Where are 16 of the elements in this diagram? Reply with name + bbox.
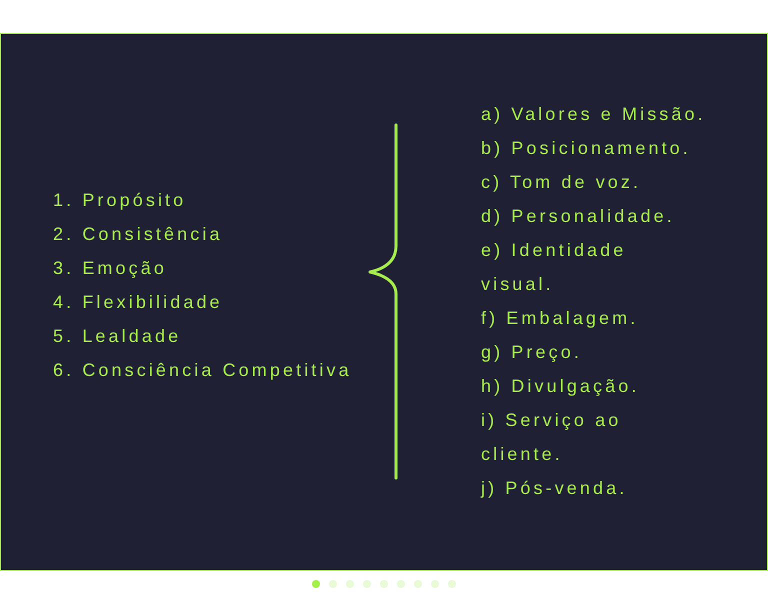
list-item: f) Embalagem. [481,307,638,330]
list-item: b) Posicionamento. [481,137,691,160]
list-item: a) Valores e Missão. [481,103,706,126]
list-item: j) Pós-venda. [481,477,628,500]
list-item: e) Identidade visual. [481,239,628,296]
list-item: 5. Lealdade [53,325,182,348]
list-item: d) Personalidade. [481,205,675,228]
list-item: i) Serviço ao cliente. [481,409,622,466]
list-item: 6. Consciência Competitiva [53,359,352,382]
list-item: g) Preço. [481,341,582,364]
list-item: h) Divulgação. [481,375,640,398]
list-item: 3. Emoção [53,257,167,280]
list-item: 1. Propósito [53,189,186,212]
list-item: c) Tom de voz. [481,171,642,194]
list-item: 4. Flexibilidade [53,291,223,314]
list-item: 2. Consistência [53,223,223,246]
